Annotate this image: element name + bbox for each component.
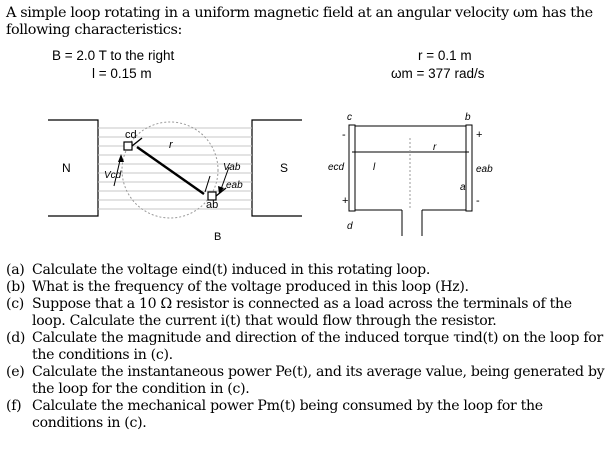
label-cd: cd bbox=[125, 129, 137, 141]
label-B: B bbox=[214, 231, 221, 243]
label-eab-left: eab bbox=[226, 180, 243, 191]
arm-ab bbox=[215, 187, 227, 197]
rotation-path bbox=[121, 121, 219, 219]
problem-intro: A simple loop rotating in a uniform magn… bbox=[6, 5, 593, 38]
label-b: b bbox=[465, 112, 471, 123]
label-a: a bbox=[460, 182, 466, 193]
conductor-ab-right bbox=[465, 124, 473, 212]
label-r-left: r bbox=[169, 139, 174, 151]
label-vab: Vab bbox=[223, 162, 241, 173]
given-field-B: B = 2.0 T to the right bbox=[52, 48, 175, 63]
label-eab-right: eab bbox=[476, 164, 493, 175]
question-a: (a) Calculate the voltage eind(t) induce… bbox=[6, 262, 431, 278]
given-omega: ωm = 377 rad/s bbox=[391, 66, 485, 81]
label-ecd: ecd bbox=[328, 162, 345, 173]
label-r-right: r bbox=[433, 142, 437, 153]
label-vcd: Vcd bbox=[104, 170, 122, 181]
plus-bottom: + bbox=[342, 195, 348, 207]
loop-figure: N S cd r Vcd Vab bbox=[48, 112, 493, 243]
arm-cd bbox=[131, 137, 143, 147]
label-d: d bbox=[347, 221, 353, 232]
question-d: (d) Calculate the magnitude and directio… bbox=[6, 330, 603, 363]
given-radius-r: r = 0.1 m bbox=[418, 48, 472, 63]
question-f: (f) Calculate the mechanical power Pm(t)… bbox=[6, 398, 543, 431]
label-l: l bbox=[373, 162, 376, 173]
question-c: (c) Suppose that a 10 Ω resistor is conn… bbox=[6, 296, 572, 329]
minus-top: - bbox=[342, 129, 346, 141]
question-e: (e) Calculate the instantaneous power Pe… bbox=[6, 364, 605, 397]
minus-bottom: - bbox=[476, 195, 480, 207]
conductor-cd-right bbox=[348, 124, 356, 212]
question-list: (a) Calculate the voltage eind(t) induce… bbox=[6, 262, 606, 432]
question-b: (b) What is the frequency of the voltage… bbox=[6, 279, 469, 295]
conductor-cd bbox=[123, 141, 133, 151]
loop-conductor bbox=[136, 146, 205, 195]
north-pole-piece bbox=[48, 119, 99, 217]
label-c: c bbox=[347, 112, 352, 123]
given-length-l: l = 0.15 m bbox=[92, 66, 152, 81]
north-pole-label: N bbox=[62, 161, 71, 175]
south-pole-piece bbox=[251, 119, 302, 217]
south-pole-label: S bbox=[280, 161, 288, 175]
plus-top: + bbox=[476, 129, 482, 141]
label-ab: ab bbox=[206, 199, 218, 211]
